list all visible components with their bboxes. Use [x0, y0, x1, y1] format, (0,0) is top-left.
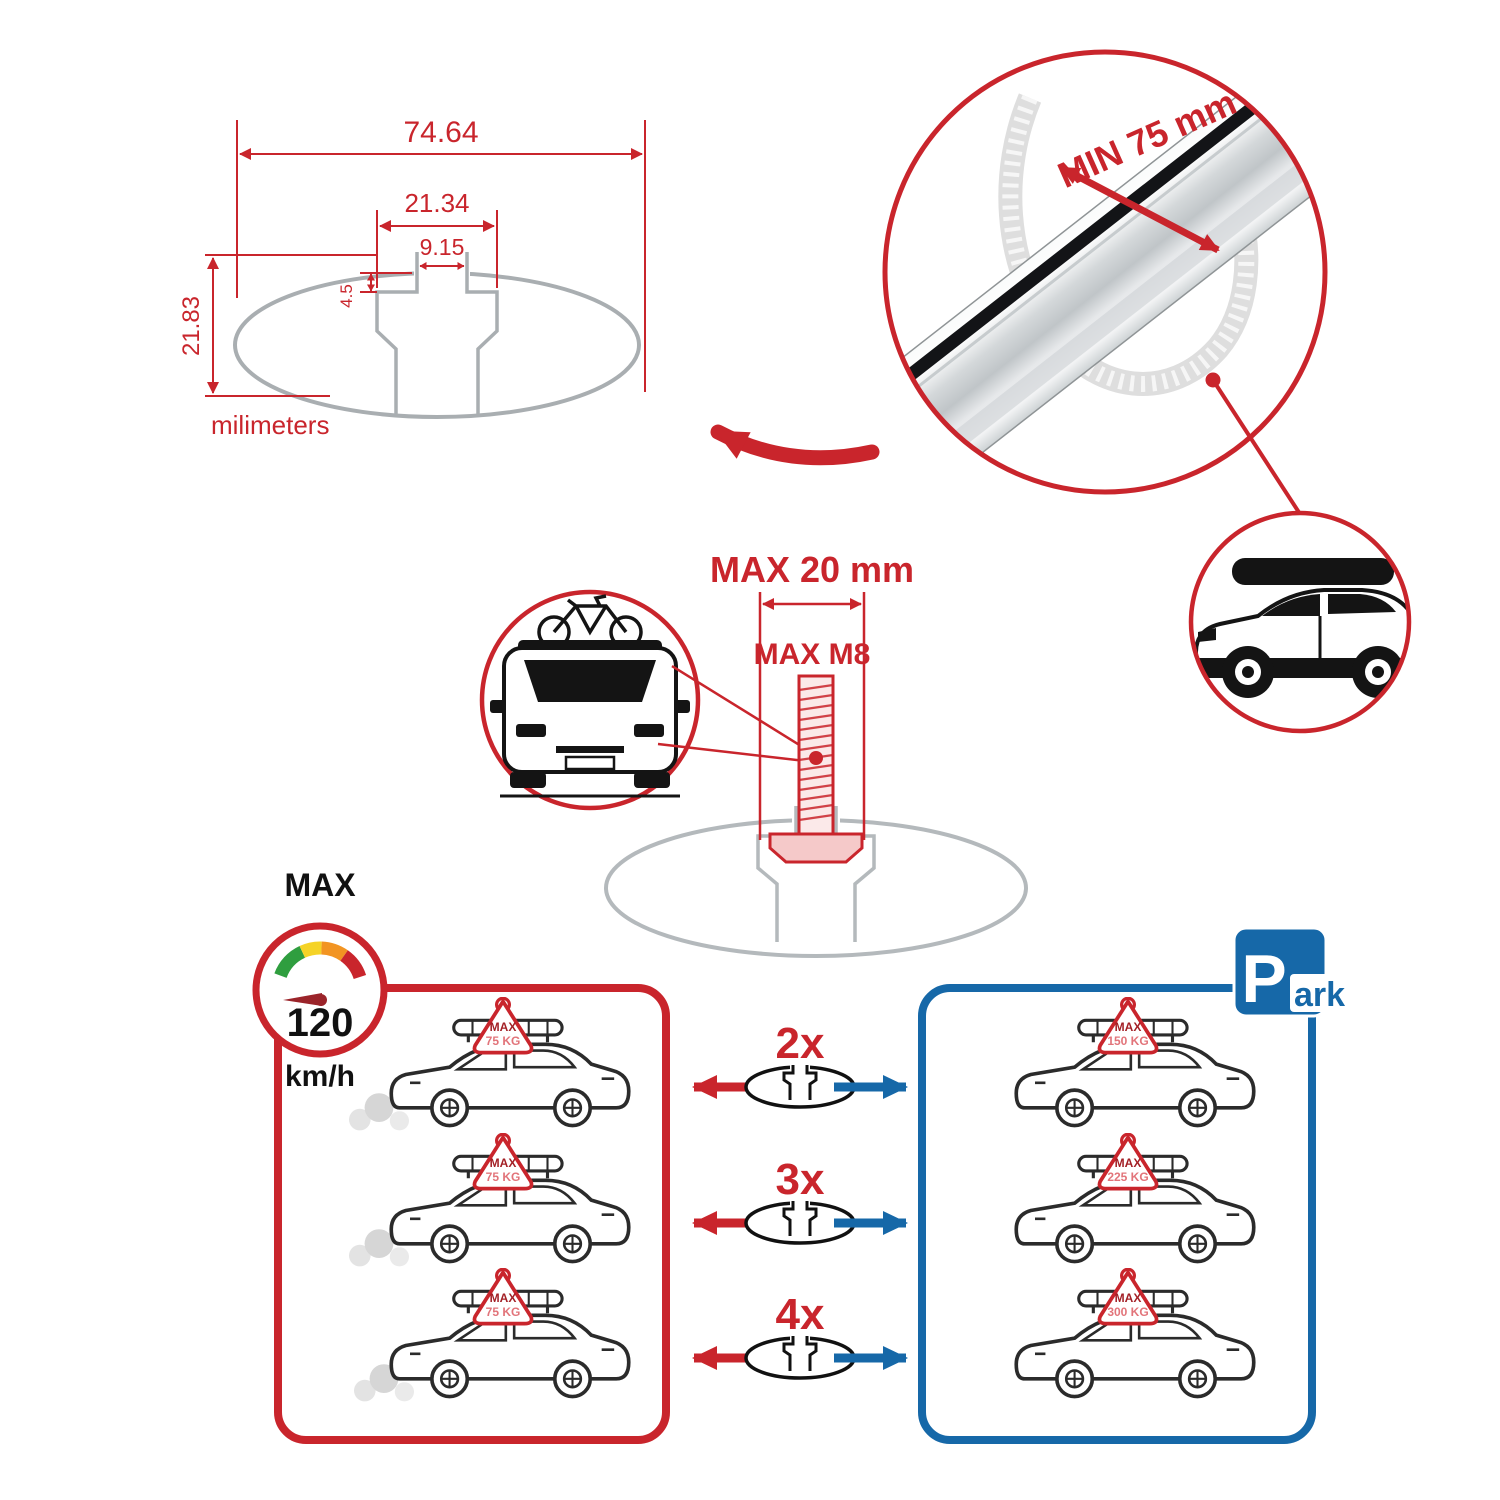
bolt-max-thread-label: MAX M8 — [754, 638, 871, 671]
dim-total-height: 21.83 — [178, 296, 205, 356]
bar-count-rows: 2x 3x 4x — [692, 1019, 908, 1380]
load-sign-max: MAX — [490, 1020, 517, 1034]
load-sign-max: MAX — [490, 1156, 517, 1170]
park-sign-letter: P — [1241, 941, 1286, 1017]
load-sign-max: MAX — [490, 1291, 517, 1305]
speed-value: 120 — [287, 1001, 354, 1045]
car-front-bike-detail — [479, 589, 701, 811]
load-sign-kg: 75 KG — [486, 1170, 521, 1184]
min-clearance-arrow — [1060, 164, 1220, 254]
driving-cars: MAX 75 KG MAX 75 KG MAX 75 KG — [349, 997, 631, 1402]
parked-cars: MAX 150 KG MAX 225 KG MAX 300 KG — [1014, 997, 1256, 1399]
gauge-needle — [283, 993, 322, 1006]
bolt-max-width-label: MAX 20 mm — [710, 549, 914, 590]
gauge-arc — [274, 941, 367, 980]
load-sign-parked-1: MAX 150 KG — [1097, 997, 1159, 1055]
load-sign-kg: 300 KG — [1107, 1305, 1148, 1319]
crossbar-photo-detail: MIN 75 mm — [882, 49, 1328, 495]
load-sign-parked-2: MAX 225 KG — [1097, 1133, 1159, 1191]
speed-max-label: MAX — [284, 867, 356, 903]
bolt-dimension-lines — [758, 592, 866, 840]
car-front-illustration — [490, 640, 690, 798]
count-label-3x: 3x — [776, 1155, 825, 1204]
load-sign-driving-2: MAX 75 KG — [472, 1133, 534, 1191]
load-sign-kg: 75 KG — [486, 1305, 521, 1319]
crossbar-dimension-diagram: 74.64 21.34 9.15 4.5 21.83 milimeters — [178, 116, 646, 440]
load-sign-max: MAX — [1115, 1291, 1142, 1305]
dim-units-label: milimeters — [211, 410, 329, 440]
callout-wedge-lines — [657, 664, 815, 764]
load-sign-kg: 150 KG — [1107, 1034, 1148, 1048]
load-sign-parked-3: MAX 300 KG — [1097, 1268, 1159, 1326]
load-sign-kg: 75 KG — [486, 1034, 521, 1048]
tbolt-illustration — [768, 674, 864, 864]
count-label-4x: 4x — [776, 1290, 825, 1339]
bar-profile-icon — [744, 1064, 856, 1109]
callout-line — [1211, 378, 1302, 516]
suv-roofbox-detail — [1188, 510, 1412, 734]
dimension-lines — [205, 120, 646, 397]
count-label-2x: 2x — [776, 1019, 825, 1068]
dim-total-width: 74.64 — [403, 116, 478, 149]
tbolt-diagram: MAX 20 mm MAX M8 — [604, 549, 1028, 958]
dim-slot-width: 9.15 — [420, 234, 465, 260]
parking-panel — [918, 984, 1316, 1444]
load-sign-max: MAX — [1115, 1156, 1142, 1170]
rubber-gasket-strip — [998, 93, 1259, 396]
driving-panel — [274, 984, 670, 1444]
speed-units: km/h — [285, 1060, 355, 1093]
speedometer: MAX 120 km/h — [252, 867, 388, 1093]
dim-slot-depth: 4.5 — [337, 284, 356, 308]
dim-channel-width: 21.34 — [404, 188, 469, 218]
bar-profile-icon — [744, 1200, 856, 1245]
load-sign-max: MAX — [1115, 1020, 1142, 1034]
park-sign: P ark — [1232, 926, 1352, 1018]
pointer-arrow-to-diagram — [710, 424, 880, 466]
load-sign-driving-1: MAX 75 KG — [472, 997, 534, 1055]
park-sign-suffix: ark — [1294, 976, 1345, 1014]
load-sign-kg: 225 KG — [1107, 1170, 1148, 1184]
load-sign-driving-3: MAX 75 KG — [472, 1268, 534, 1326]
